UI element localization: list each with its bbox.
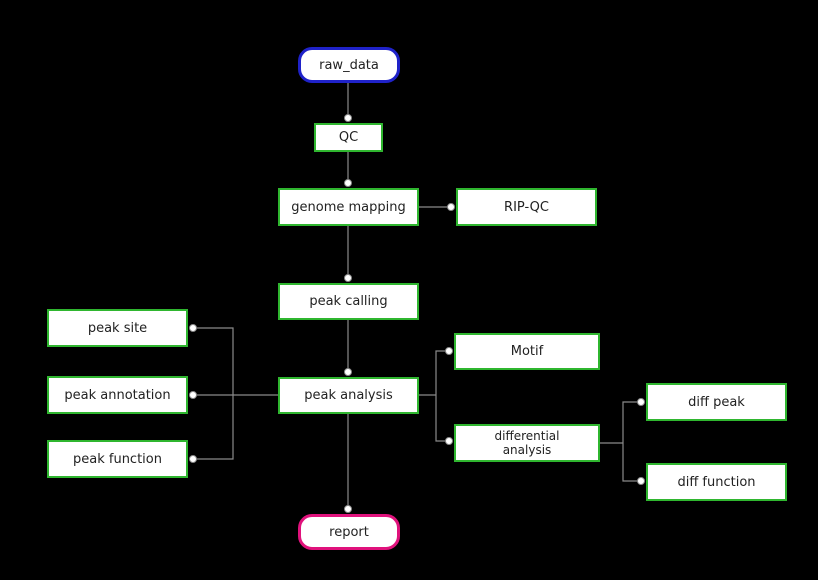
- connector-dot: [344, 114, 352, 122]
- node-peak-site: peak site: [47, 309, 188, 347]
- node-differential-analysis: differential analysis: [454, 424, 600, 462]
- connector-dot: [189, 391, 197, 399]
- node-peak-annotation-label: peak annotation: [64, 387, 171, 403]
- connector-dot: [344, 368, 352, 376]
- node-genome-mapping-label: genome mapping: [291, 199, 406, 215]
- connector-dot: [445, 347, 453, 355]
- connector-dot: [447, 203, 455, 211]
- node-peak-function-label: peak function: [73, 451, 162, 467]
- node-peak-analysis-label: peak analysis: [304, 388, 393, 403]
- connector-dot: [445, 437, 453, 445]
- connector-dot: [344, 505, 352, 513]
- node-diff-function: diff function: [646, 463, 787, 501]
- node-peak-analysis: peak analysis: [278, 377, 419, 414]
- node-motif-label: Motif: [510, 344, 544, 359]
- node-differential-analysis-label-line2: analysis: [502, 443, 552, 457]
- connector-dot: [189, 324, 197, 332]
- node-rip-qc: RIP-QC: [456, 188, 597, 226]
- node-diff-peak: diff peak: [646, 383, 787, 421]
- node-report-label: report: [329, 524, 369, 540]
- connector-diff: [622, 401, 641, 482]
- node-report: report: [298, 514, 400, 550]
- node-peak-function: peak function: [47, 440, 188, 478]
- connector-dot: [344, 274, 352, 282]
- node-rip-qc-label: RIP-QC: [504, 199, 549, 215]
- node-genome-mapping: genome mapping: [278, 188, 419, 226]
- connector-dot: [189, 455, 197, 463]
- node-peak-calling: peak calling: [278, 283, 419, 320]
- connector-dot: [344, 179, 352, 187]
- node-peak-site-label: peak site: [87, 320, 148, 336]
- node-motif: Motif: [454, 333, 600, 370]
- node-qc: QC: [314, 123, 383, 152]
- node-diff-peak-label: diff peak: [688, 394, 745, 410]
- node-qc-label: QC: [338, 130, 359, 145]
- connector-motif: [435, 350, 449, 442]
- node-peak-annotation: peak annotation: [47, 376, 188, 414]
- node-raw-data: raw_data: [298, 47, 400, 83]
- node-diff-function-label: diff function: [677, 474, 756, 490]
- node-differential-analysis-label-line1: differential: [494, 429, 560, 443]
- connector-dot: [637, 398, 645, 406]
- connector-peak-site: [193, 327, 234, 460]
- connector-dot: [637, 477, 645, 485]
- node-peak-calling-label: peak calling: [309, 294, 388, 309]
- node-raw-data-label: raw_data: [319, 57, 379, 73]
